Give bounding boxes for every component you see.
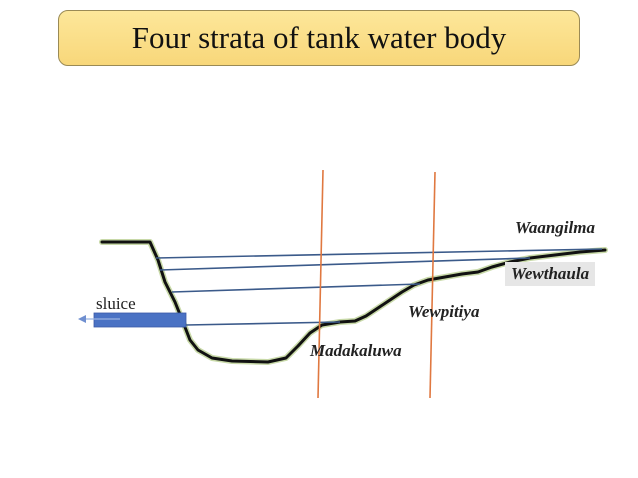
- divider-line-right: [429, 171, 436, 399]
- label-madakaluwa: Madakaluwa: [310, 341, 402, 360]
- diagram-title: Four strata of tank water body: [131, 20, 507, 55]
- label-waangilma: Waangilma: [515, 218, 595, 237]
- stratum-line-waangilma: [155, 248, 603, 259]
- stratum-line-wewpitiya: [171, 283, 421, 293]
- stratum-line-madakaluwa: [185, 321, 341, 326]
- label-wewthaula: Wewthaula: [505, 262, 596, 286]
- sluice-pipe: [93, 312, 187, 328]
- title-box: Four strata of tank water body: [58, 10, 580, 66]
- sluice-arrow-icon: [78, 315, 86, 323]
- divider-line-left: [317, 169, 324, 399]
- label-wewpitiya: Wewpitiya: [408, 302, 480, 321]
- sluice-label: sluice: [96, 294, 136, 313]
- stratum-line-wewthaula: [159, 257, 531, 271]
